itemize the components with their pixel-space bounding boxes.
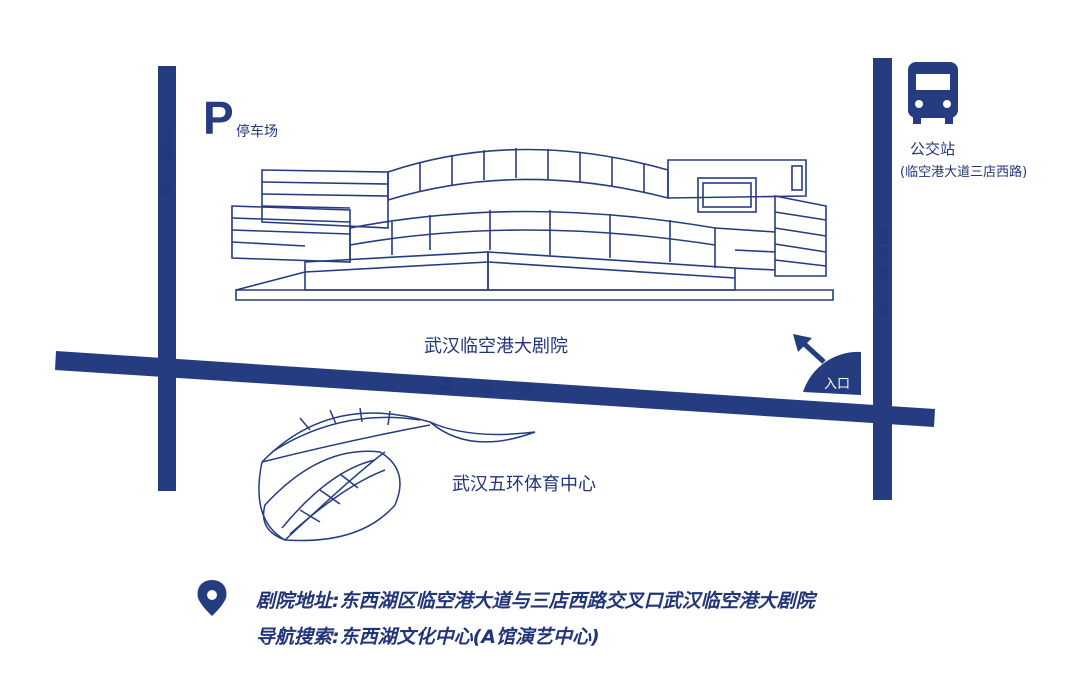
- parking-p-icon: P: [203, 92, 234, 144]
- address-text: 剧院地址:东西湖区临空港大道与三店西路交叉口武汉临空港大剧院: [256, 590, 815, 612]
- road-jingxi: [158, 66, 176, 491]
- bus-icon: [908, 62, 958, 124]
- theater-label: 武汉临空港大剧院: [424, 336, 568, 357]
- stadium-building: [258, 407, 536, 542]
- bus-stop-label: 公交站: [910, 140, 956, 158]
- parking-label: 停车场: [236, 124, 278, 140]
- entrance-arrow-icon: [793, 334, 826, 364]
- stadium-label: 武汉五环体育中心: [452, 474, 596, 495]
- entrance-marker: [803, 351, 861, 395]
- location-pin-icon: [197, 580, 227, 616]
- entrance-label: 入口: [824, 377, 851, 392]
- road-linkonggang: [873, 58, 892, 500]
- bus-stop-sublabel: (临空港大道三店西路): [900, 165, 1028, 180]
- theater-building: [231, 148, 834, 301]
- road-label-jingxi: 径西六路: [159, 126, 175, 198]
- navigation-text: 导航搜索:东西湖文化中心(A馆演艺中心): [256, 626, 600, 648]
- road-label-linkonggang: 临空港大道: [874, 228, 890, 318]
- road-lingyun: [55, 351, 935, 427]
